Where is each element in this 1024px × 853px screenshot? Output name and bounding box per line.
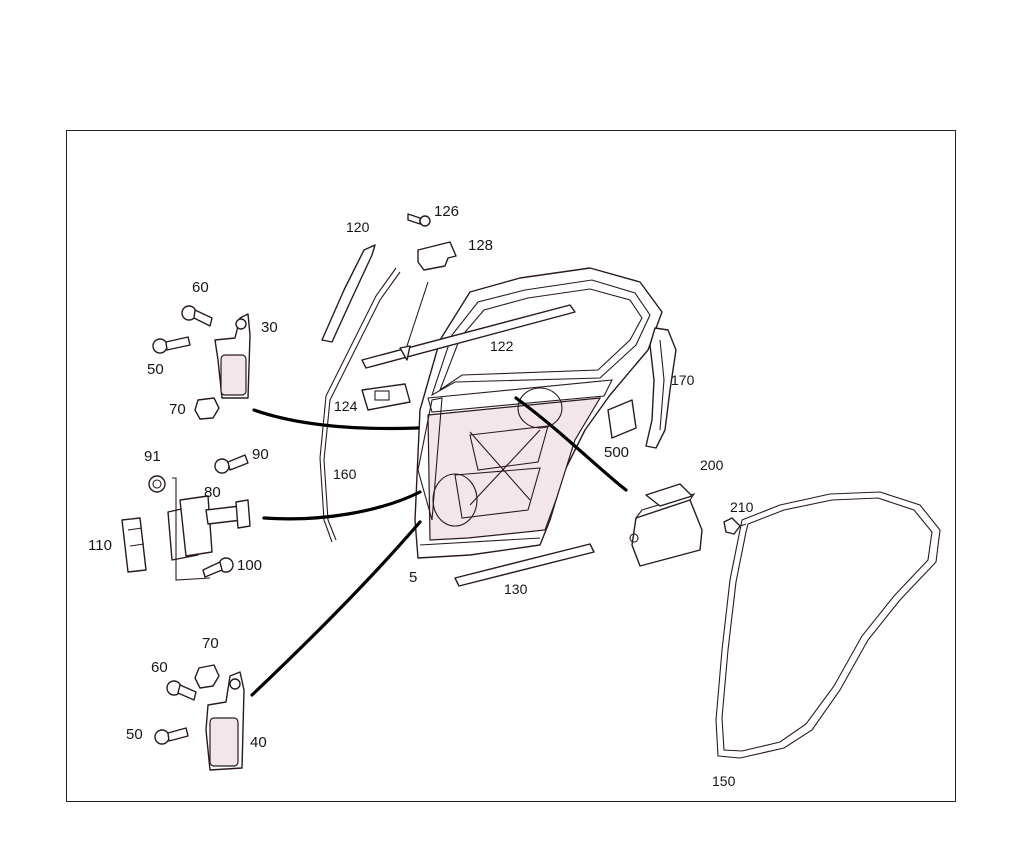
callout-210: 210 xyxy=(730,499,754,515)
belt-strip-122 xyxy=(361,304,576,369)
door-shell xyxy=(414,267,663,559)
bolt-60-lower xyxy=(166,680,197,701)
bolt-90 xyxy=(214,454,249,474)
callout-5: 5 xyxy=(409,569,417,586)
callout-70-upper: 70 xyxy=(169,401,186,418)
callout-126: 126 xyxy=(434,203,459,220)
arrow-check-strap xyxy=(262,490,422,521)
nut-70-lower xyxy=(194,664,220,689)
callout-100: 100 xyxy=(237,557,262,574)
callout-128: 128 xyxy=(468,237,493,254)
window-trim-120 xyxy=(321,244,376,343)
callout-60-upper: 60 xyxy=(192,279,209,296)
nut-91 xyxy=(148,475,166,493)
callout-130: 130 xyxy=(504,581,528,597)
arrow-hinge-lower xyxy=(250,520,422,697)
callout-40: 40 xyxy=(250,734,267,751)
screw-126 xyxy=(407,213,431,227)
callout-120: 120 xyxy=(346,219,370,235)
callout-50-lower: 50 xyxy=(126,726,143,743)
callout-110: 110 xyxy=(88,537,112,554)
callout-170: 170 xyxy=(671,372,695,388)
callout-70-lower: 70 xyxy=(202,635,219,652)
callout-150: 150 xyxy=(712,773,736,789)
bracket-line-91 xyxy=(172,477,211,581)
arrow-hinge-upper xyxy=(252,408,420,431)
seal-profile-170 xyxy=(645,327,677,449)
callout-30: 30 xyxy=(261,319,278,336)
callout-160: 160 xyxy=(333,466,357,482)
callout-122: 122 xyxy=(490,338,514,354)
callout-500: 500 xyxy=(604,444,629,461)
seal-strip-160 xyxy=(323,271,401,541)
bolt-100 xyxy=(202,557,234,578)
door-seal-150 xyxy=(715,491,941,759)
callout-91: 91 xyxy=(144,448,161,465)
bolt-50-upper xyxy=(152,336,191,354)
sill-strip-130 xyxy=(454,543,595,587)
callout-90: 90 xyxy=(252,446,269,463)
callout-124: 124 xyxy=(334,398,358,414)
cover-500 xyxy=(607,399,637,439)
block-110 xyxy=(121,517,147,573)
bolt-60-upper xyxy=(181,305,213,327)
control-module-200 xyxy=(629,483,703,567)
upper-hinge-30 xyxy=(214,313,251,399)
callout-200: 200 xyxy=(700,457,724,473)
nut-70-upper xyxy=(194,397,220,420)
bracket-124 xyxy=(361,383,411,411)
callout-60-lower: 60 xyxy=(151,659,168,676)
clip-210 xyxy=(723,517,747,535)
diagram-frame xyxy=(66,130,956,802)
bracket-128 xyxy=(417,241,457,271)
bolt-50-lower xyxy=(154,727,189,745)
callout-50-upper: 50 xyxy=(147,361,164,378)
callout-80: 80 xyxy=(204,484,221,501)
arrow-module xyxy=(514,396,628,492)
check-strap-80 xyxy=(167,495,251,561)
lower-hinge-40 xyxy=(205,671,245,771)
